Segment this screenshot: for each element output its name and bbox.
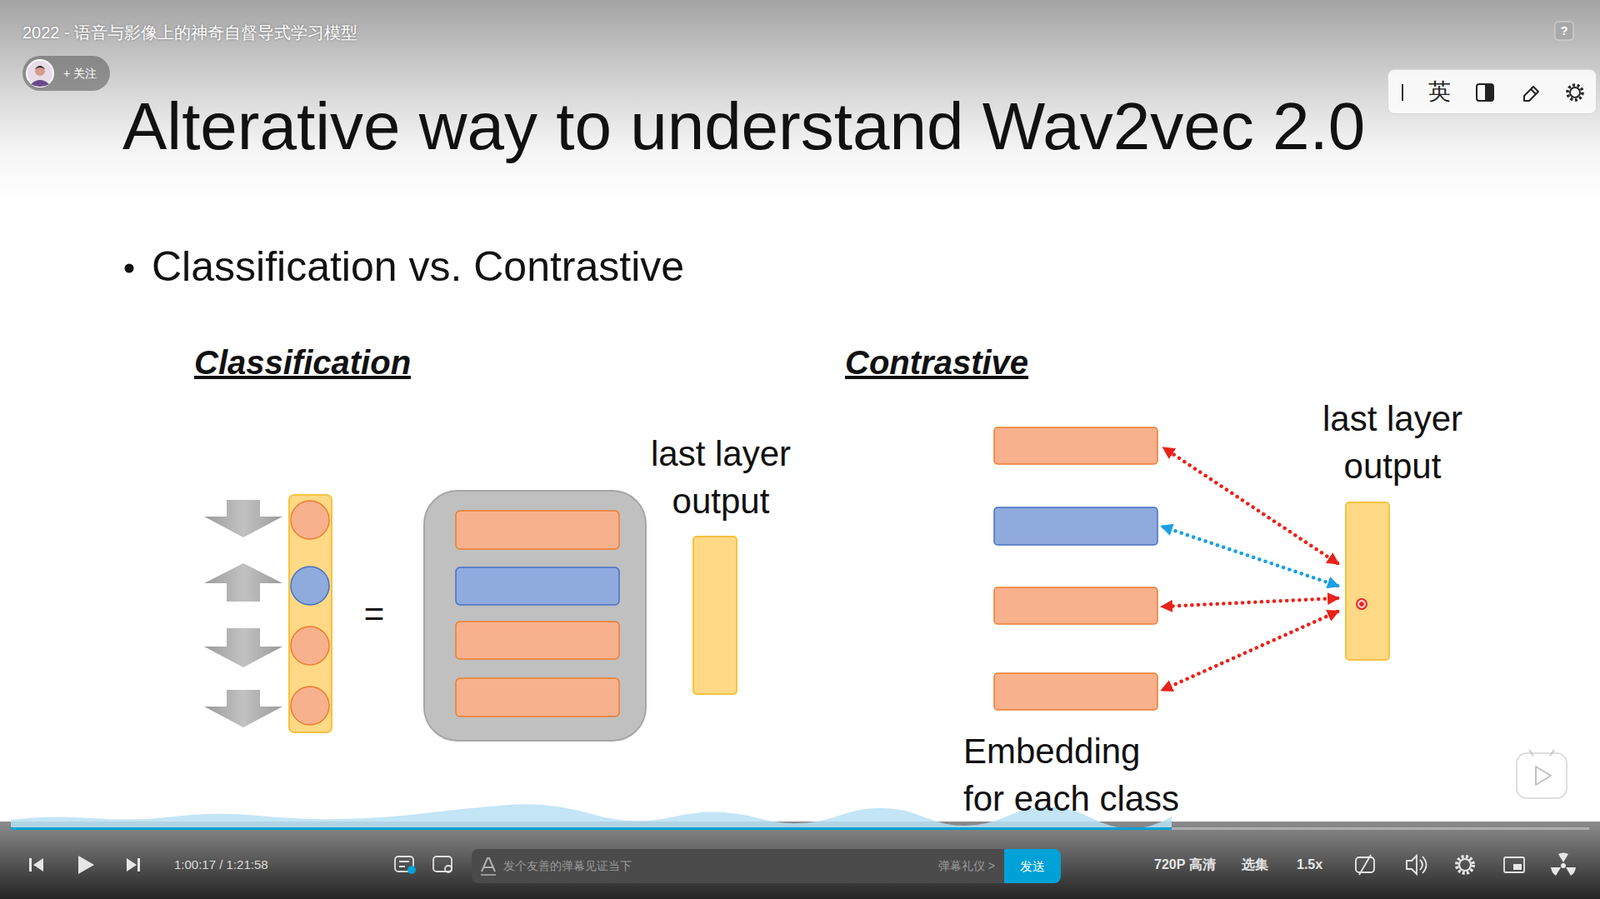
follow-text: + 关注 [63, 55, 97, 91]
etiquette-link: 弹幕礼仪 > [938, 849, 995, 884]
control-bar [0, 821, 1600, 899]
fullscreen-icon [1560, 863, 1566, 869]
split-icon [1476, 84, 1494, 101]
font-icon [480, 874, 496, 876]
fullscreen-icon [1558, 853, 1569, 864]
output-column [289, 495, 332, 733]
danmaku-dot [407, 865, 416, 875]
prev-icon [29, 858, 32, 872]
danmaku-icons [395, 856, 452, 873]
quality-button: 720P 高清 [1154, 856, 1216, 874]
class-circle [290, 686, 330, 725]
caption-label: Embedding for each class [963, 727, 1186, 823]
weight-row [455, 678, 620, 717]
avatar-icon [26, 60, 54, 87]
edit-icon [1524, 86, 1539, 101]
progress-rest [1171, 827, 1590, 830]
class-embedding [994, 507, 1158, 545]
episodes-button: 选集 [1241, 856, 1269, 874]
output-bar: last layer output [692, 535, 738, 695]
section-heading: Contrastive [845, 342, 1029, 383]
similarity-arrow [1162, 611, 1338, 690]
settings-icon [1570, 87, 1580, 98]
mascot-bubble [1516, 753, 1567, 799]
transport-icons [29, 855, 140, 875]
danmaku-setting-icon [445, 865, 452, 873]
output-bar: last layer output [1345, 501, 1390, 661]
subtitle-toolbar: 英 [1387, 69, 1597, 115]
next-icon [126, 858, 137, 872]
bullet-text: Classification vs. Contrastive [151, 241, 685, 292]
bullet-dot [125, 264, 135, 274]
output-label: last layer output [1296, 395, 1489, 490]
font-icon [481, 858, 495, 872]
danmaku-icon [399, 861, 410, 867]
help-icon: ? [1555, 21, 1574, 40]
settings-icon [1567, 85, 1583, 100]
avatar-icon [35, 65, 45, 76]
weight-row [455, 510, 620, 550]
prev-icon [33, 858, 44, 872]
video-title: 2022 - 语音与影像上的神奇自督导式学习模型 [22, 22, 358, 43]
up-arrow [204, 563, 283, 602]
help-icon-box [1555, 21, 1574, 40]
output-label: last layer output [625, 430, 817, 525]
weight-matrix [424, 490, 646, 741]
next-icon [137, 858, 140, 872]
similarity-arrow [1164, 448, 1338, 564]
down-arrow [204, 628, 283, 668]
danmaku-off-icon [1359, 855, 1371, 875]
follow-pill: + 关注 [22, 55, 110, 91]
fullscreen-icon [1565, 867, 1576, 876]
class-embedding [994, 587, 1158, 625]
play-icon [78, 855, 95, 875]
fullscreen-icon [1550, 867, 1561, 876]
avatar-icon [35, 65, 45, 70]
weight-row [455, 567, 620, 605]
fullscreen-icon [1550, 853, 1576, 877]
send-button: 发送 [1004, 849, 1061, 884]
settings-icon [1456, 856, 1474, 874]
time-display: 1:00:17 / 1:21:58 [174, 857, 269, 873]
speed-button: 1.5x [1296, 856, 1323, 874]
avatar-icon [22, 55, 58, 91]
toolbar-divider [1401, 84, 1404, 101]
play-glyph [1535, 766, 1551, 785]
down-arrow [204, 690, 283, 728]
send-text: 发送 [1004, 849, 1061, 884]
player-icons [1355, 855, 1525, 875]
query-point [1355, 598, 1368, 610]
similarity-arrow [1162, 526, 1338, 586]
similarity-arrow [1162, 598, 1338, 607]
class-embedding [994, 673, 1158, 710]
input-placeholder: 发个友善的弹幕见证当下 [503, 849, 632, 884]
avatar-icon [30, 80, 50, 87]
volume-icon [1406, 855, 1417, 875]
section-heading: Classification [194, 342, 411, 383]
class-circle [290, 626, 330, 665]
class-circle [290, 566, 330, 605]
slide-title: Alterative way to understand Wav2vec 2.0 [122, 86, 1365, 167]
danmaku-setting-icon [433, 856, 452, 872]
class-embedding [994, 427, 1158, 465]
mascot-ears [1529, 750, 1555, 756]
down-arrow [204, 500, 283, 538]
equals-sign: = [354, 592, 395, 636]
toolbar-icons [1388, 70, 1598, 115]
class-circle [290, 500, 330, 540]
danmaku-input: 发个友善的弹幕见证当下 弹幕礼仪 > [471, 849, 1005, 884]
wide-icon [1513, 864, 1522, 870]
progress-played [10, 827, 1172, 830]
split-icon [1485, 84, 1494, 101]
language-toggle: 英 [1428, 78, 1451, 105]
volume-icon [1420, 856, 1427, 874]
wide-icon [1504, 857, 1525, 873]
settings-icon [1459, 859, 1471, 871]
weight-row [455, 621, 620, 660]
gray-arrows [204, 500, 283, 728]
font-icon [471, 849, 500, 884]
top-shade [0, 0, 1600, 200]
